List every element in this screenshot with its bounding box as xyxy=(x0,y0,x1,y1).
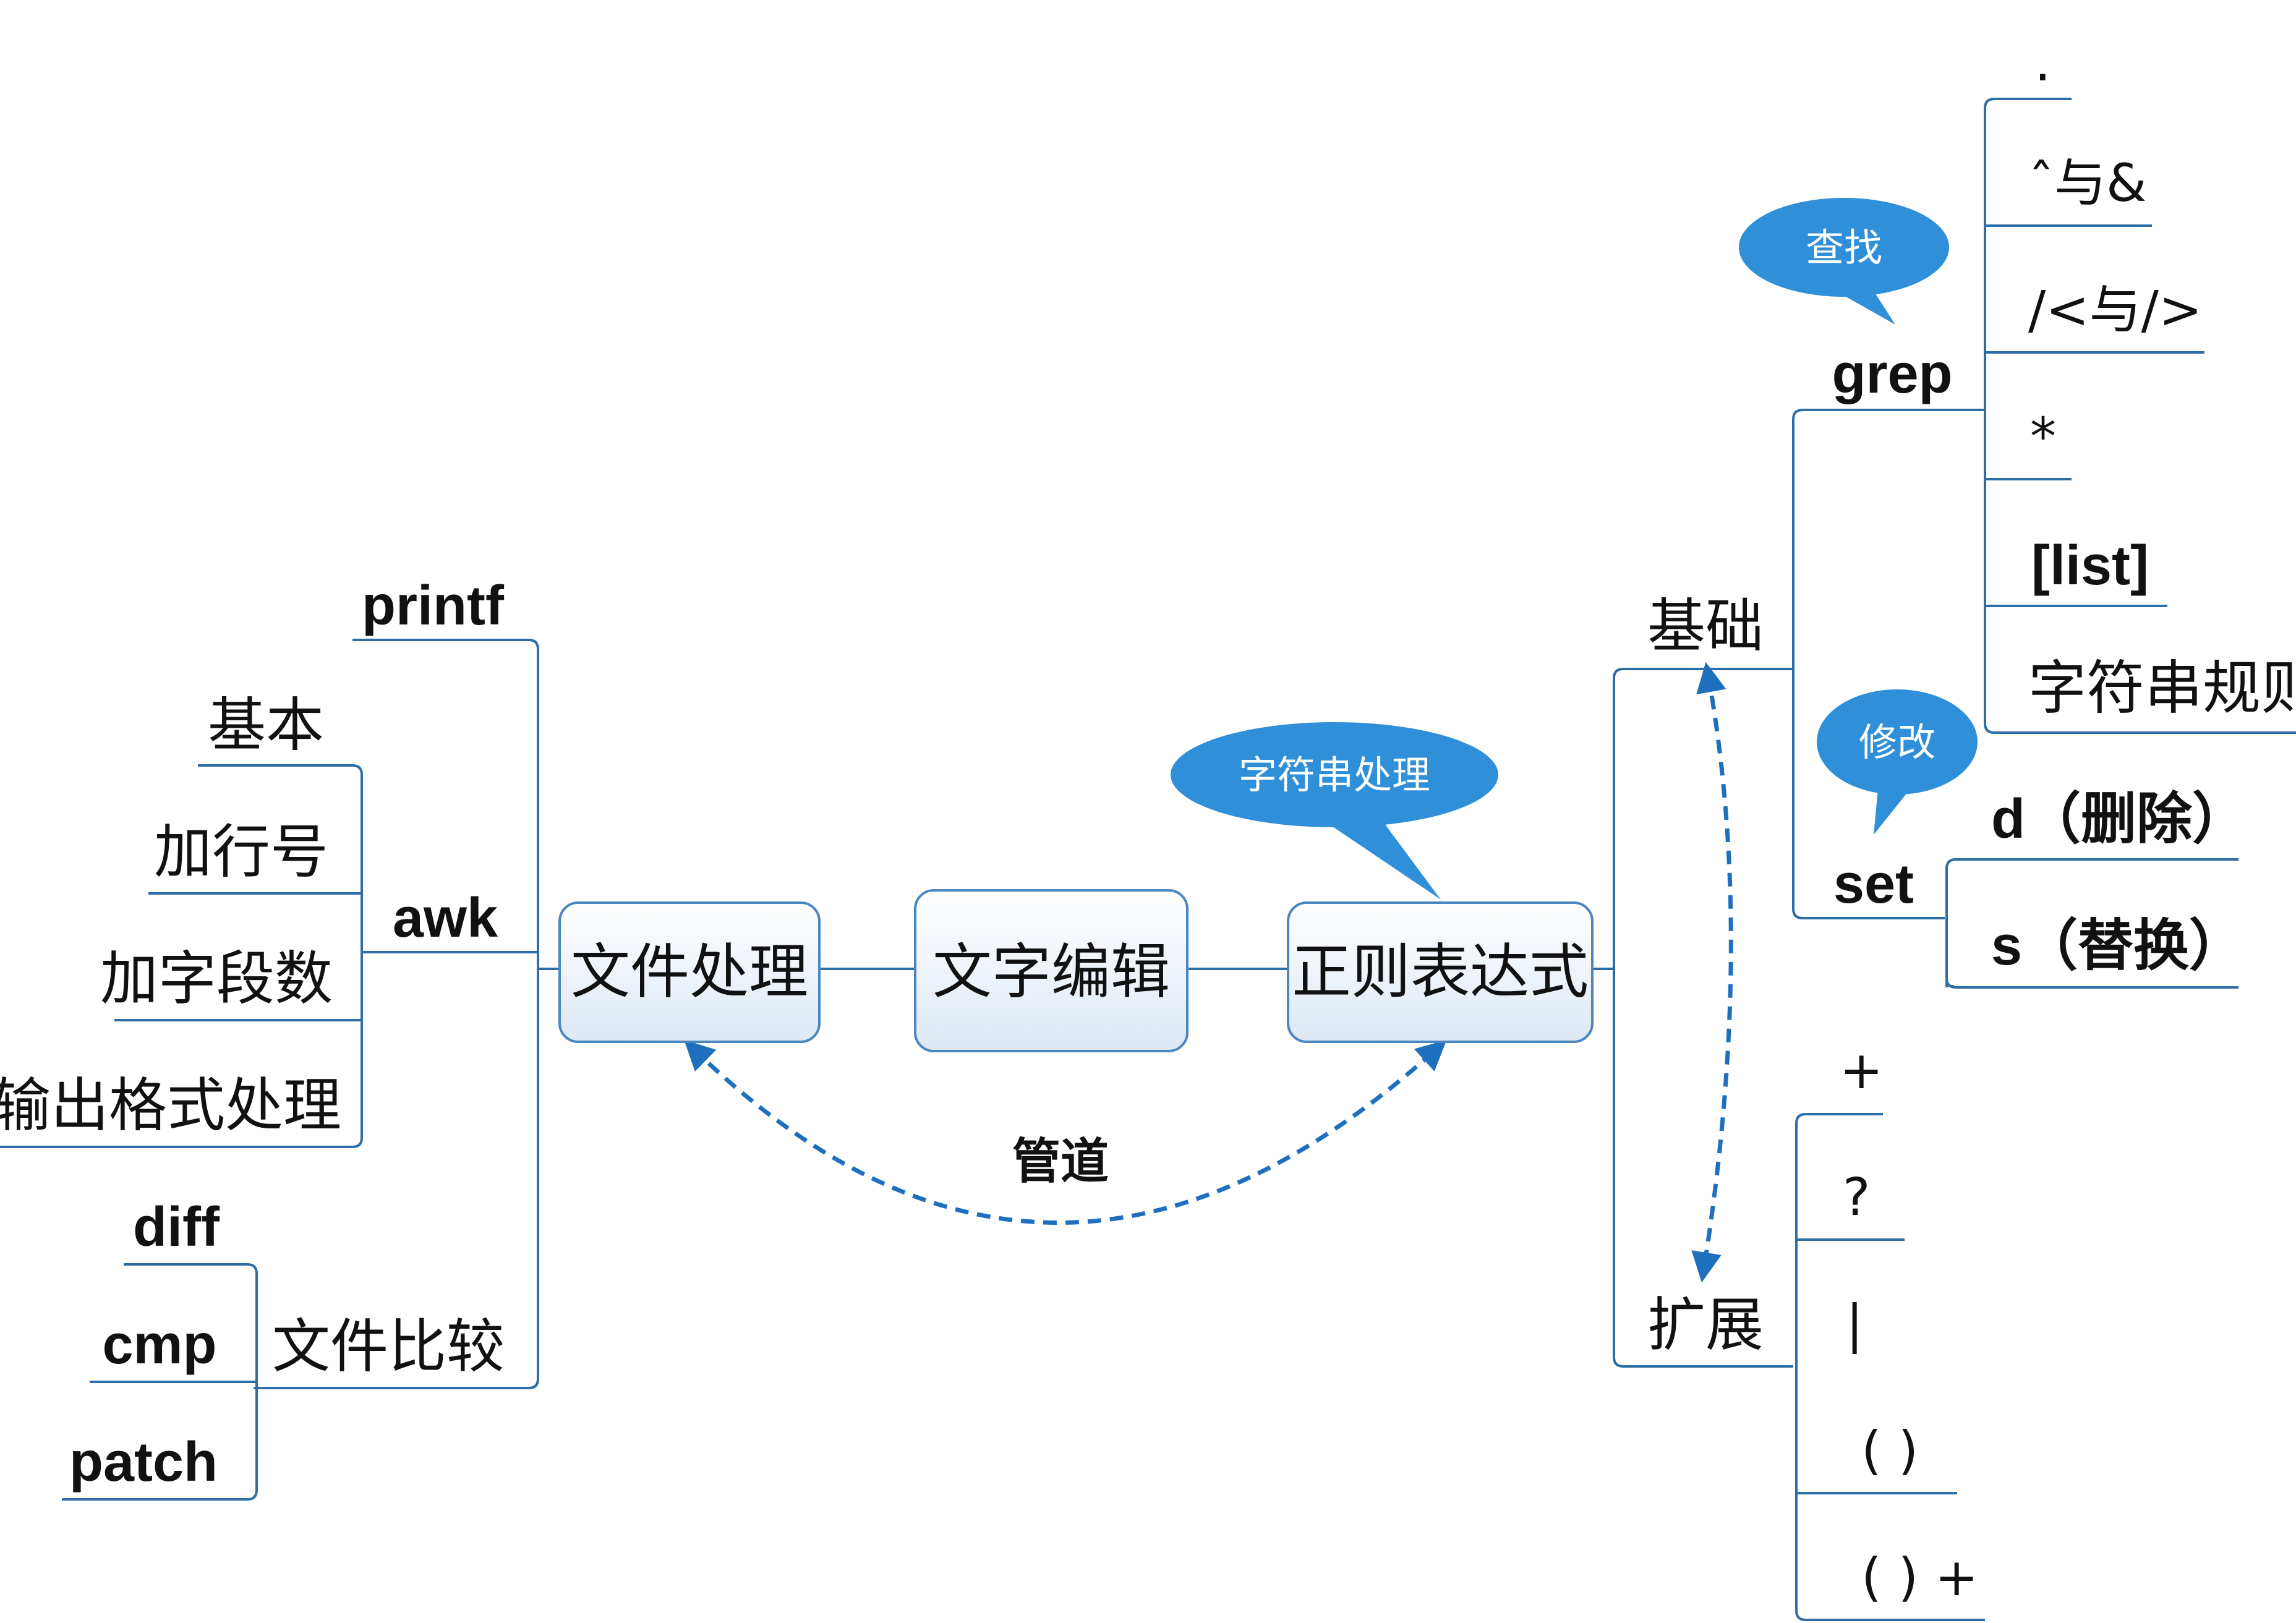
compare-item-diff: diff xyxy=(133,1196,220,1258)
bubble-string-processing: 字符串处理 xyxy=(1171,722,1498,900)
bubble-search: 查找 xyxy=(1739,198,1949,325)
node-regex-label: 正则表达式 xyxy=(1292,937,1589,1007)
awk-item-line-number: 加行号 xyxy=(154,819,328,886)
grep-item-string-rule: 字符串规则 xyxy=(2028,655,2296,722)
bubble-string-processing-label: 字符串处理 xyxy=(1239,752,1430,798)
awk-item-field-count: 加字段数 xyxy=(100,945,333,1013)
node-file-processing-label: 文件处理 xyxy=(571,937,808,1007)
grep-item-list: [list] xyxy=(2031,535,2149,597)
grep-label: grep xyxy=(1832,343,1952,405)
set-item-delete: d（删除） xyxy=(1991,788,2248,850)
extension-item-pipe: | xyxy=(1846,1293,1863,1354)
awk-item-basic: 基本 xyxy=(208,692,324,759)
grep-item-word-boundary: /<与/> xyxy=(2028,279,2202,340)
file-compare-label: 文件比较 xyxy=(272,1313,505,1381)
node-text-editing-label: 文字编辑 xyxy=(932,937,1170,1007)
awk-item-output-format: 输出格式处理 xyxy=(0,1072,341,1140)
node-regex[interactable]: 正则表达式 xyxy=(1287,901,1594,1043)
grep-item-star: * xyxy=(2030,406,2056,467)
set-item-line-2 xyxy=(1945,918,1955,987)
basics-label: 基础 xyxy=(1647,593,1764,660)
basics-subtrunk xyxy=(1792,409,1984,669)
awk-label: awk xyxy=(393,887,498,949)
node-text-editing[interactable]: 文字编辑 xyxy=(914,889,1189,1052)
bubble-modify: 修改 xyxy=(1817,689,1978,835)
bubble-search-label: 查找 xyxy=(1806,225,1882,270)
pipe-arrow xyxy=(683,1039,1447,1225)
grep-subtrunk xyxy=(1984,98,2296,734)
extension-label: 扩展 xyxy=(1647,1292,1764,1359)
connector-lines xyxy=(0,98,2296,1621)
bubble-modify-label: 修改 xyxy=(1859,720,1935,765)
printf-label: printf xyxy=(362,575,505,637)
set-item-replace: s（替换） xyxy=(1991,915,2245,977)
extension-subtrunk xyxy=(1795,1113,1985,1621)
extension-item-group-plus: ( ) + xyxy=(1861,1547,1978,1608)
grep-item-caret-amp: ˆ与& xyxy=(2028,153,2147,213)
right-trunk xyxy=(1613,668,1793,1368)
grep-item-dot: . xyxy=(2034,32,2051,93)
extension-item-group: ( ) xyxy=(1861,1420,1918,1481)
compare-item-patch: patch xyxy=(69,1431,218,1493)
pipe-label: 管道 xyxy=(1012,1134,1109,1190)
set-line xyxy=(1792,669,1945,919)
extension-item-question: ? xyxy=(1843,1167,1871,1227)
awk-subtrunk xyxy=(0,764,363,1148)
basics-extension-arrow xyxy=(1691,662,1733,1283)
extension-item-plus: + xyxy=(1840,1040,1883,1101)
node-file-processing[interactable]: 文件处理 xyxy=(558,901,821,1043)
left-trunk xyxy=(254,639,539,1389)
compare-item-cmp: cmp xyxy=(102,1314,216,1376)
set-label: set xyxy=(1833,853,1914,915)
